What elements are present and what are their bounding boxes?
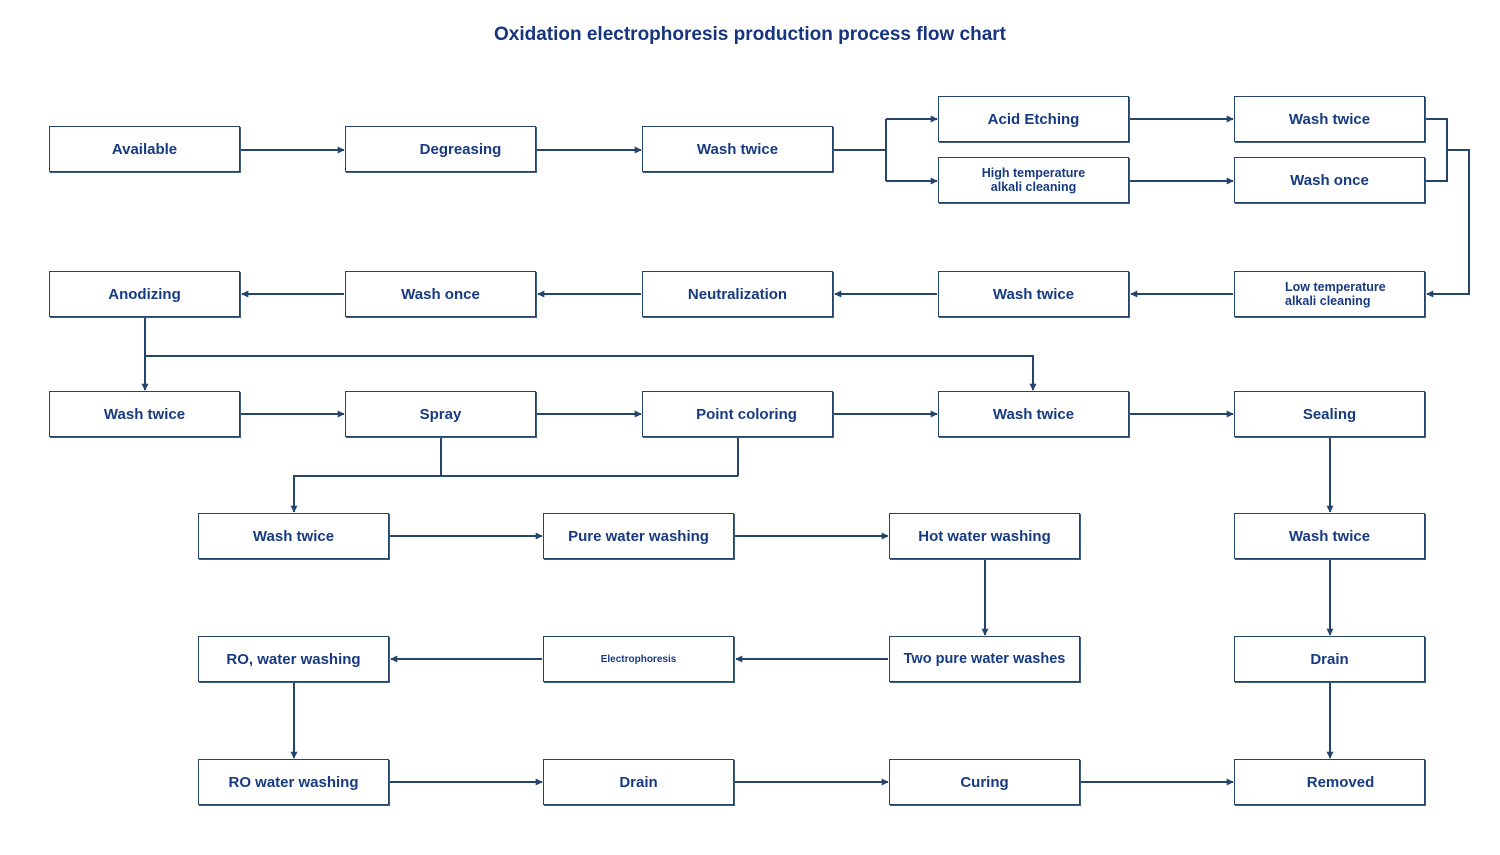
node-low-temp-alkali: Low temperature alkali cleaning — [1234, 271, 1425, 317]
node-label: Wash twice — [103, 405, 186, 423]
node-label: Wash twice — [992, 285, 1075, 303]
node-spray: Spray — [345, 391, 536, 437]
node-wash-twice-1: Wash twice — [642, 126, 833, 172]
node-removed: Removed — [1234, 759, 1425, 805]
node-wash-twice-3: Wash twice — [938, 271, 1129, 317]
node-label: Wash twice — [992, 405, 1075, 423]
node-wash-once-2: Wash once — [345, 271, 536, 317]
node-label: RO, water washing — [226, 650, 361, 668]
node-label: Hot water washing — [918, 527, 1051, 545]
node-available: Available — [49, 126, 240, 172]
node-wash-twice-6: Wash twice — [1234, 513, 1425, 559]
node-label: Wash twice — [252, 527, 335, 545]
node-label: Two pure water washes — [903, 650, 1066, 667]
node-wash-twice-7: Wash twice — [198, 513, 389, 559]
chart-title: Oxidation electrophoresis production pro… — [493, 24, 1007, 45]
node-point-coloring: Point coloring — [642, 391, 833, 437]
node-wash-twice-2: Wash twice — [1234, 96, 1425, 142]
node-label: Wash once — [1290, 171, 1369, 189]
node-label: Available — [111, 140, 178, 158]
arrow-merge-low-temp — [1426, 149, 1470, 298]
node-label: Degreasing — [419, 140, 502, 158]
node-label: Point coloring — [696, 405, 797, 423]
node-wash-twice-4: Wash twice — [49, 391, 240, 437]
node-label: Low temperature alkali cleaning — [1285, 280, 1386, 308]
node-label: Wash twice — [1288, 110, 1371, 128]
arrow-anodizing-branch — [145, 355, 1037, 391]
node-degreasing: Degreasing — [345, 126, 536, 172]
node-label: RO water washing — [228, 773, 359, 791]
node-label: Removed — [1306, 773, 1375, 791]
node-drain-1: Drain — [1234, 636, 1425, 682]
node-neutralization: Neutralization — [642, 271, 833, 317]
node-label: Wash twice — [696, 140, 779, 158]
node-label: Drain — [619, 773, 658, 791]
node-label: High temperature alkali cleaning — [981, 166, 1086, 194]
node-pure-water-washing: Pure water washing — [543, 513, 734, 559]
node-sealing: Sealing — [1234, 391, 1425, 437]
node-wash-once-1: Wash once — [1234, 157, 1425, 203]
node-acid-etching: Acid Etching — [938, 96, 1129, 142]
node-label: Pure water washing — [568, 527, 709, 545]
node-label: Spray — [419, 405, 462, 423]
node-ro-water-washing-1: RO, water washing — [198, 636, 389, 682]
node-label: Curing — [960, 773, 1009, 791]
node-ro-water-washing-2: RO water washing — [198, 759, 389, 805]
node-drain-2: Drain — [543, 759, 734, 805]
node-label: Wash once — [401, 285, 480, 303]
arrow-merge-wash — [290, 475, 738, 513]
node-label: Neutralization — [687, 285, 788, 303]
node-curing: Curing — [889, 759, 1080, 805]
node-electrophoresis: Electrophoresis — [543, 636, 734, 682]
node-label: Anodizing — [108, 285, 181, 303]
node-wash-twice-5: Wash twice — [938, 391, 1129, 437]
node-label: Drain — [1310, 650, 1349, 668]
node-label: Acid Etching — [987, 110, 1080, 128]
node-label: Sealing — [1302, 405, 1357, 423]
node-two-pure-water-washes: Two pure water washes — [889, 636, 1080, 682]
node-high-temp-alkali: High temperature alkali cleaning — [938, 157, 1129, 203]
node-label: Electrophoresis — [600, 653, 677, 665]
node-hot-water-washing: Hot water washing — [889, 513, 1080, 559]
node-label: Wash twice — [1288, 527, 1371, 545]
connector-merge-top — [1426, 118, 1448, 182]
node-anodizing: Anodizing — [49, 271, 240, 317]
